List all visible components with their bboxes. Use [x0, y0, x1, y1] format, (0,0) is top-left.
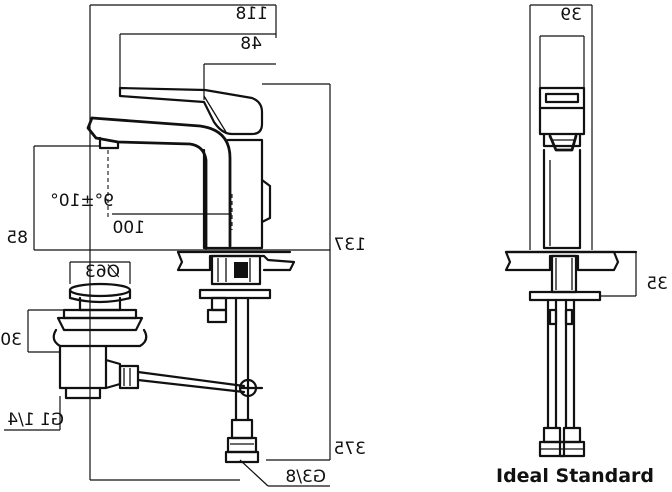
dim-063-label: Ø63: [85, 262, 120, 282]
brand-logo-text: Ideal Standard: [496, 465, 654, 487]
faucet-side: [504, 4, 638, 458]
dim-137-label: 137: [334, 235, 366, 255]
dimension-30: [27, 309, 64, 353]
dim-85-label: 85: [6, 228, 28, 248]
dimension-85: [33, 145, 330, 251]
dim-118-label: 118: [236, 4, 268, 24]
dim-100-label: 100: [113, 218, 145, 238]
dimension-g38: [90, 459, 330, 487]
dim-30-label: 30: [0, 330, 22, 350]
dim-48-label: 48: [240, 34, 262, 54]
dim-375-label: 375: [334, 439, 366, 459]
dim-35-label: 35: [646, 274, 668, 294]
waste-assembly: [52, 261, 264, 400]
dim-g114-label: G1 1/4: [7, 410, 64, 430]
dimension-g114: [4, 396, 61, 431]
dimension-frame-118: [89, 4, 331, 480]
dim-9-label: 9°±10°: [50, 191, 114, 211]
dim-39-label: 39: [560, 5, 582, 25]
dimension-35: [600, 252, 637, 297]
dim-g38-label: G3/8: [285, 467, 326, 487]
faucet-front: [86, 86, 296, 464]
